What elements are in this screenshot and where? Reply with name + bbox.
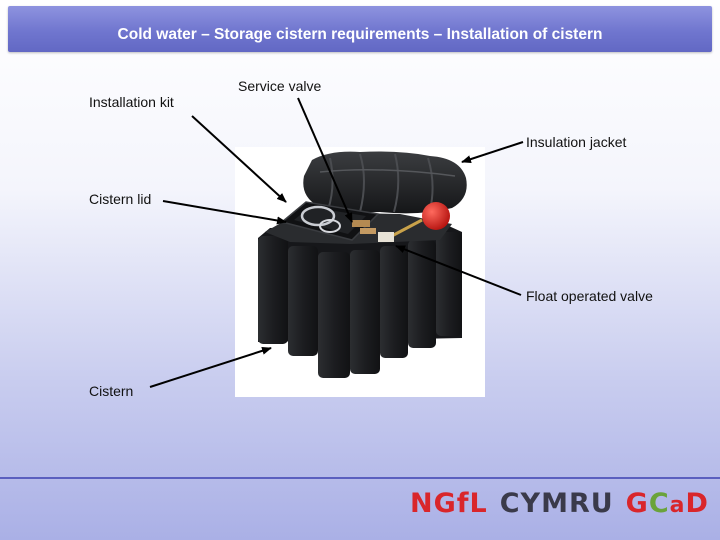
logo-gcad-letter: D (685, 488, 709, 519)
ngfl-cymru-gcad-logo: NGfL CYMRU GCaD (410, 488, 709, 522)
logo-cymru: CYMRU (499, 488, 614, 519)
logo-gcad-letter: a (669, 493, 686, 518)
label-cistern-lid: Cistern lid (89, 191, 152, 207)
label-insulation-jacket: Insulation jacket (526, 134, 627, 150)
arrow-cistern-lid (162, 200, 287, 225)
label-service-valve: Service valve (238, 78, 322, 94)
arrow-cistern (149, 346, 272, 388)
logo-gcad-letter: C (648, 488, 670, 519)
title-bar: Cold water – Storage cistern requirement… (8, 6, 712, 52)
logo-ngfl: NGfL (410, 488, 488, 519)
float-valve-image (378, 202, 450, 242)
pointer-arrows (149, 97, 524, 388)
arrow-service-valve (297, 97, 353, 223)
label-cistern: Cistern (89, 383, 134, 399)
insulation-jacket-image (303, 151, 467, 214)
footer-divider (0, 477, 720, 479)
logo-gcad: GCaD (626, 488, 709, 519)
installation-kit-image (300, 205, 376, 234)
arrow-insulation-jacket (461, 141, 524, 163)
logo-gcad-letter: G (625, 488, 649, 519)
arrow-float-operated-valve (395, 245, 522, 296)
label-installation-kit: Installation kit (89, 94, 174, 110)
arrow-installation-kit (191, 115, 287, 203)
slide-title: Cold water – Storage cistern requirement… (117, 26, 603, 43)
label-float-operated-valve: Float operated valve (526, 288, 653, 304)
